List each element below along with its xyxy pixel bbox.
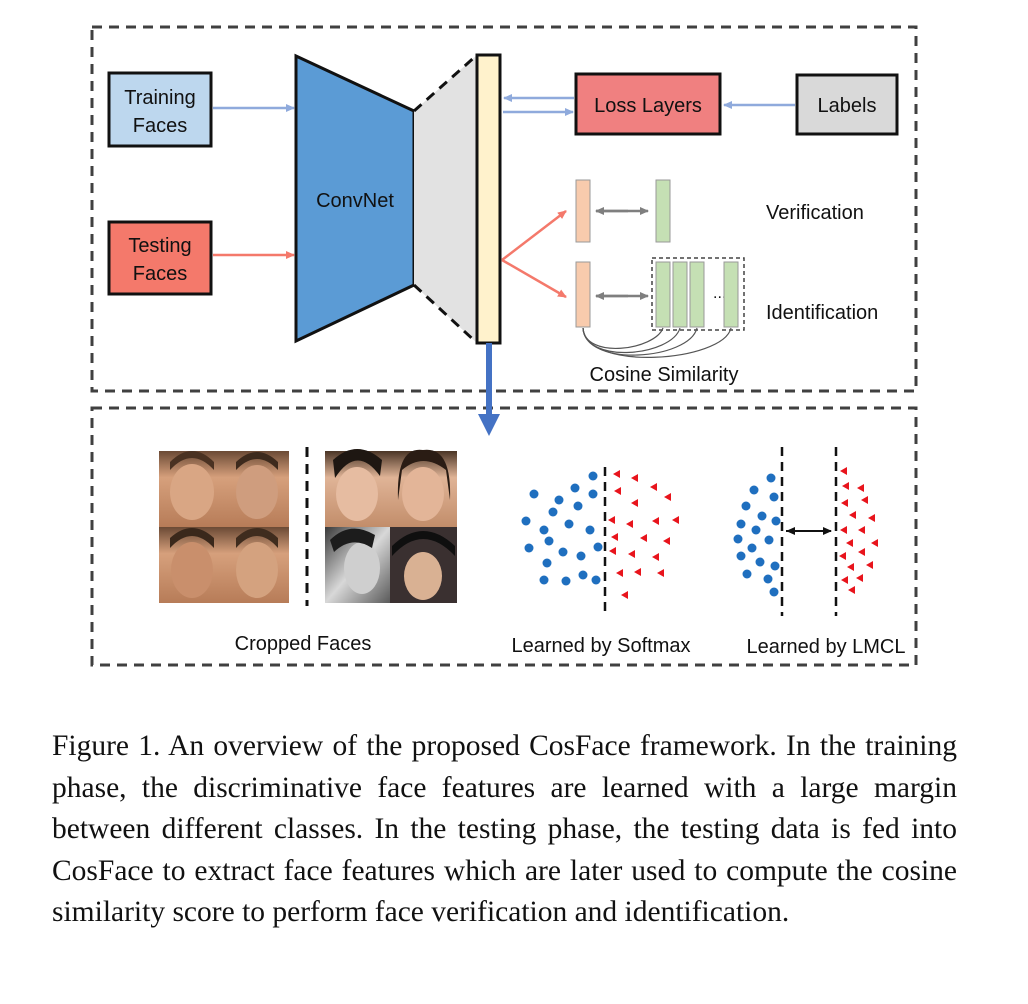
projection-edge-top	[413, 53, 478, 113]
face-photo-7	[325, 527, 390, 603]
gallery-feature-3	[689, 261, 705, 328]
gallery-group-border	[651, 257, 745, 331]
training-faces-label-2: Faces	[133, 115, 187, 137]
face-photo-3	[159, 527, 225, 603]
training-faces-box	[107, 71, 213, 148]
loss-layers-label: Loss Layers	[594, 95, 702, 117]
lmcl-blue-class	[733, 473, 781, 597]
verification-branch-arrow	[501, 210, 567, 261]
face-photo-8	[390, 527, 457, 603]
face-photo-5	[325, 449, 390, 527]
testing-faces-box	[107, 220, 213, 296]
testing-faces-label-1: Testing	[128, 235, 191, 257]
training-faces-label-1: Training	[124, 87, 196, 109]
projection-edge-bottom	[412, 283, 479, 345]
labels-label: Labels	[818, 95, 877, 117]
bottom-panel-border	[90, 406, 918, 667]
cosine-similarity-curves	[582, 327, 732, 358]
convnet-label: ConvNet	[316, 190, 394, 212]
loss-layers-box	[574, 72, 722, 136]
projection-block	[414, 55, 477, 343]
testing-faces-label-2: Faces	[133, 263, 187, 285]
verification-feature-a	[575, 179, 591, 243]
identification-label: Identification	[766, 302, 878, 324]
face-photo-1	[159, 451, 225, 527]
feature-down-arrow-head	[478, 414, 500, 436]
softmax-blue-class	[521, 471, 603, 586]
face-photo-4	[225, 527, 289, 603]
lmcl-label: Learned by LMCL	[747, 636, 906, 658]
gallery-feature-n	[723, 261, 739, 328]
verification-feature-b	[655, 179, 671, 243]
labels-box	[795, 73, 899, 136]
figure-caption: Figure 1. An overview of the proposed Co…	[52, 730, 957, 928]
gallery-feature-1	[655, 261, 671, 328]
face-thumbnails	[159, 449, 457, 603]
softmax-label: Learned by Softmax	[512, 635, 691, 657]
cosface-framework-diagram: Training Faces Testing Faces ConvNet Los…	[90, 25, 918, 667]
cropped-faces-label: Cropped Faces	[235, 633, 372, 655]
gallery-ellipsis: ...	[713, 285, 726, 302]
feature-vector-bar	[475, 53, 502, 345]
identification-branch-arrow	[501, 258, 567, 299]
face-photo-6	[390, 449, 457, 527]
cosine-similarity-label: Cosine Similarity	[590, 364, 739, 386]
softmax-red-class	[608, 470, 679, 599]
verification-label: Verification	[766, 202, 864, 224]
top-panel-border	[90, 25, 918, 393]
lmcl-red-class	[839, 467, 878, 594]
identification-probe-feature	[575, 261, 591, 328]
face-photo-2	[225, 451, 289, 527]
gallery-feature-2	[672, 261, 688, 328]
